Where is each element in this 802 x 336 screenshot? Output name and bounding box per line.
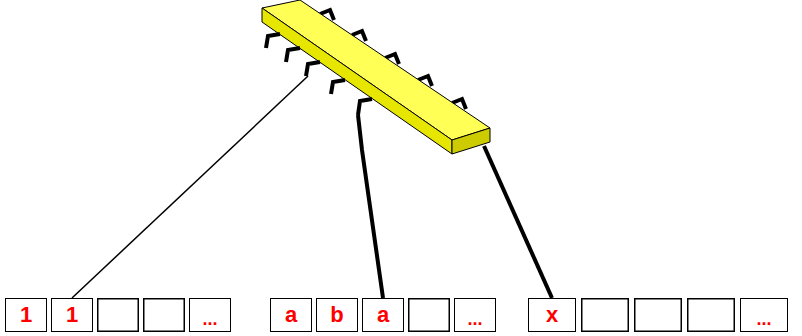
head-link-thick	[484, 146, 552, 298]
tape-cell: 1	[51, 298, 93, 332]
tape-cell: b	[316, 298, 358, 332]
tape-cell: a	[270, 298, 312, 332]
chip-legs-front	[266, 34, 372, 115]
tape-symbol: a	[285, 304, 297, 326]
tape-symbol: 1	[66, 304, 78, 326]
tape-symbol: ...	[756, 310, 771, 328]
tape-cell: ...	[454, 298, 496, 332]
tape-cell: ...	[189, 298, 231, 332]
tape-symbol: ...	[467, 310, 482, 328]
tape-cell: 1	[5, 298, 47, 332]
chip-side-face	[262, 8, 452, 154]
empty-tape-cells	[98, 299, 735, 332]
tape-symbol: a	[377, 304, 389, 326]
tape-cell: ...	[740, 298, 788, 332]
head-link-thick	[358, 115, 383, 298]
tape-symbol: b	[330, 304, 343, 326]
tape-cell: x	[528, 298, 576, 332]
tape-symbol: 1	[20, 304, 32, 326]
tape-symbol: ...	[202, 310, 217, 328]
tape-cell: a	[362, 298, 404, 332]
chip-top-face	[262, 0, 490, 140]
head-link-thin	[72, 76, 308, 298]
tape-symbol: x	[546, 304, 558, 326]
